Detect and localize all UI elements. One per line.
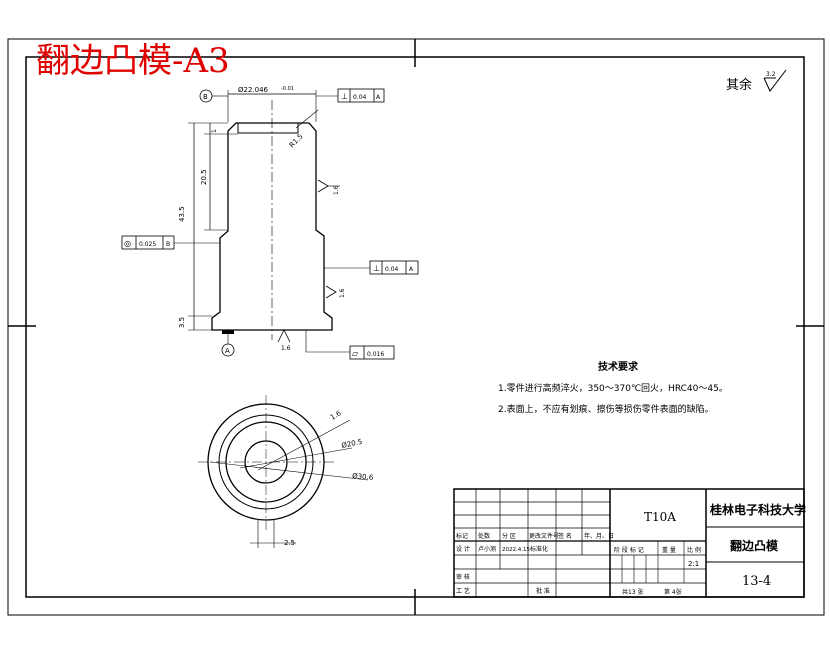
flatness-frame: ▱ 0.016 (349, 345, 395, 360)
material: T10A (644, 510, 676, 524)
university: 桂林电子科技大学 (709, 502, 806, 517)
svg-text:1.6: 1.6 (281, 345, 291, 352)
perpendicular-side-frame: ⊥ 0.04 A (369, 260, 419, 275)
circle-d2-dim: Ø30.6 (352, 472, 374, 482)
svg-text:⊥: ⊥ (373, 264, 380, 273)
svg-text:1.6: 1.6 (339, 288, 346, 298)
svg-text:更改文件号: 更改文件号 (529, 532, 559, 540)
tech-req-item-1: 1.零件进行高频淬火，350～370℃回火，HRC40～45。 (498, 382, 728, 394)
svg-text:处数: 处数 (478, 532, 490, 540)
svg-text:B: B (166, 241, 170, 248)
svg-text:A: A (225, 347, 230, 355)
bottom-width-dim: 2.5 (284, 539, 295, 547)
chamfer-dim: R1.5 (288, 132, 305, 149)
svg-text:重 量: 重 量 (662, 546, 676, 554)
surface-note: 其余 (726, 77, 752, 93)
roughness-lower: 1.6 (325, 285, 346, 299)
tech-req-item-2: 2.表面上，不应有划痕、擦伤等损伤零件表面的缺陷。 (498, 403, 714, 415)
drawing-number: 13-4 (742, 574, 771, 589)
top-diameter-dim: Ø22.046 (238, 86, 269, 94)
svg-text:⊥: ⊥ (341, 92, 348, 101)
svg-text:1: 1 (211, 129, 218, 133)
outer-frame (7, 38, 825, 616)
header-title: 翻边凸模-A3 (36, 41, 230, 81)
svg-text:B: B (203, 93, 208, 101)
svg-text:0.04: 0.04 (385, 266, 399, 273)
svg-text:分 区: 分 区 (502, 532, 516, 540)
svg-text:-0.01: -0.01 (281, 86, 294, 92)
section-view: Ø22.046 -0.01 B R1.5 ⊥ 0.04 A 43.5 20.5 … (121, 86, 419, 360)
svg-text:标准化: 标准化 (530, 545, 548, 553)
sheet-number: 第 4张 (664, 588, 682, 596)
svg-text:设 计: 设 计 (456, 545, 470, 553)
sheets-total: 共13 张 (622, 588, 644, 596)
svg-text:比 例: 比 例 (687, 546, 701, 554)
svg-text:▱: ▱ (352, 349, 359, 358)
circle-r1-dim: 1.6 (329, 409, 343, 422)
tech-req-title: 技术要求 (598, 360, 639, 373)
svg-text:审 核: 审 核 (456, 573, 470, 581)
technical-requirements: 技术要求 1.零件进行高频淬火，350～370℃回火，HRC40～45。 2.表… (498, 360, 728, 415)
total-length-dim: 43.5 (178, 206, 186, 222)
svg-text:0.025: 0.025 (139, 241, 156, 248)
svg-text:1.6: 1.6 (333, 185, 340, 195)
coaxial-frame: ◎ 0.025 B (121, 235, 175, 250)
svg-text:A: A (409, 266, 414, 273)
svg-text:0.016: 0.016 (367, 351, 384, 358)
svg-text:3.2: 3.2 (766, 71, 776, 78)
svg-text:工 艺: 工 艺 (456, 587, 470, 595)
perpendicular-top-frame: ⊥ 0.04 A (337, 88, 385, 103)
svg-text:批 准: 批 准 (536, 587, 550, 595)
scale: 2:1 (688, 560, 699, 568)
title-block: 标记 处数 分 区 更改文件号 签 名 年、月、日 设 计 卢小测 2022.4… (453, 488, 806, 598)
svg-text:2022.4.15: 2022.4.15 (502, 547, 530, 553)
plan-view: 1.6 Ø20.5 Ø30.6 2.5 (198, 395, 374, 548)
roughness-symbol-other: 3.2 (763, 69, 787, 92)
svg-text:A: A (376, 94, 381, 101)
roughness-upper: 1.6 (317, 179, 340, 195)
svg-text:阶 段 标 记: 阶 段 标 记 (614, 546, 644, 554)
svg-text:卢小测: 卢小测 (478, 545, 496, 553)
svg-text:0.04: 0.04 (353, 94, 367, 101)
svg-text:◎: ◎ (124, 239, 131, 248)
part-name: 翻边凸模 (730, 538, 779, 553)
inner-frame (25, 56, 805, 598)
roughness-bottom: 1.6 (277, 329, 291, 352)
upper-length-dim: 20.5 (200, 169, 208, 185)
svg-text:标记: 标记 (456, 532, 468, 540)
svg-text:年、月、日: 年、月、日 (584, 532, 614, 540)
svg-text:签 名: 签 名 (558, 532, 572, 540)
base-height-dim: 3.5 (178, 317, 186, 328)
